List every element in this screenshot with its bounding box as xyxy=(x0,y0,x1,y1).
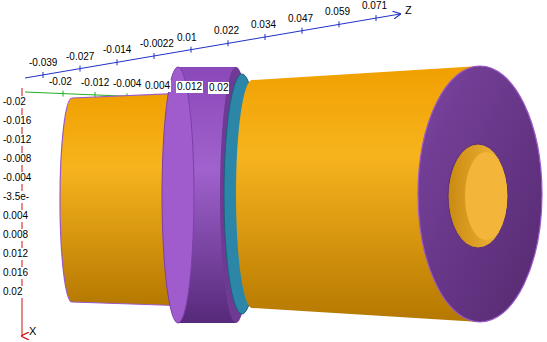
x-tick-label: -3.5e- xyxy=(2,191,30,203)
y-tick-label: -0.02 xyxy=(48,76,73,88)
bore-inner xyxy=(465,152,507,240)
z-tick-label: 0.071 xyxy=(361,0,388,12)
y-tick-label: -0.012 xyxy=(80,77,110,89)
z-tick-label: -0.039 xyxy=(28,57,58,69)
x-tick-label: -0.016 xyxy=(2,115,32,127)
y-tick-label: 0.02 xyxy=(208,82,229,94)
x-tick-label: 0.016 xyxy=(2,267,29,279)
z-tick-label: 0.034 xyxy=(250,19,277,31)
x-tick-label: -0.02 xyxy=(2,96,27,108)
z-tick-label: 0.059 xyxy=(324,6,351,18)
x-tick-label: -0.008 xyxy=(2,153,32,165)
z-tick-label: -0.014 xyxy=(102,44,132,56)
z-tick-label: -0.027 xyxy=(65,51,95,63)
z-tick-label: 0.022 xyxy=(213,25,240,37)
x-tick-label: -0.012 xyxy=(2,134,32,146)
x-tick-label: 0.008 xyxy=(2,229,29,241)
y-tick-label: -0.004 xyxy=(112,78,142,90)
y-tick-label: 0.012 xyxy=(176,81,203,93)
x-tick-label: 0.012 xyxy=(2,248,29,260)
z-tick-label: 0.047 xyxy=(287,13,314,25)
axis-name: Z xyxy=(404,4,413,16)
z-tick-label: 0.01 xyxy=(176,32,197,44)
y-tick-label: 0.004 xyxy=(144,80,171,92)
axis-name: X xyxy=(28,325,37,337)
x-tick-label: 0.02 xyxy=(2,286,23,298)
x-tick-label: -0.004 xyxy=(2,172,32,184)
bore-hole xyxy=(448,144,508,248)
x-tick-label: 0.004 xyxy=(2,210,29,222)
right-end-face xyxy=(418,66,542,322)
collar-face xyxy=(162,67,194,323)
z-tick-label: -0.0022 xyxy=(139,38,175,50)
